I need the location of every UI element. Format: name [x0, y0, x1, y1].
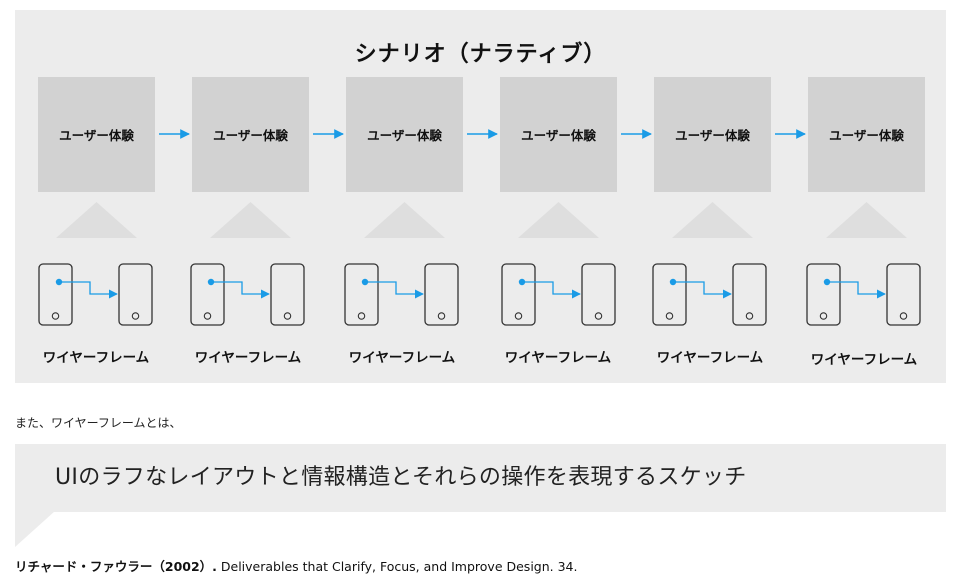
phone-outline-icon: [806, 263, 841, 326]
wireframe-label-5: ワイヤーフレーム: [656, 350, 764, 366]
phone-home-button-icon: [594, 312, 603, 320]
phone-home-button-icon: [899, 312, 908, 320]
scenario-title: シナリオ（ナラティブ）: [354, 42, 607, 67]
scenario-panel: シナリオ（ナラティブ） ユーザー体験 ユーザー体験 ユーザー体験 ユーザー体験 …: [15, 10, 946, 383]
flow-arrow: [365, 281, 424, 299]
phone-outline-icon: [424, 263, 459, 326]
cone-connector-6: [826, 202, 907, 238]
wireframe-pair-6: [806, 263, 921, 326]
phone-outline-icon: [886, 263, 921, 326]
flow-arrow: [211, 281, 270, 299]
phone-home-button-icon: [745, 312, 754, 320]
phone-home-button-icon: [437, 312, 446, 320]
ux-box-label: ユーザー体験: [829, 128, 904, 143]
ux-box-label: ユーザー体験: [675, 128, 750, 143]
wireframe-pair-1: [38, 263, 153, 326]
phone-outline-icon: [652, 263, 687, 326]
ux-box-2: ユーザー体験: [192, 77, 309, 192]
phone-outline-icon: [581, 263, 616, 326]
phone-outline-icon: [501, 263, 536, 326]
phone-outline-icon: [344, 263, 379, 326]
ux-box-label: ユーザー体験: [59, 128, 134, 143]
phone-outline-icon: [270, 263, 305, 326]
wireframe-label-3: ワイヤーフレーム: [348, 350, 456, 366]
wireframe-label-1: ワイヤーフレーム: [42, 350, 150, 366]
phone-outline-icon: [118, 263, 153, 326]
ux-box-5: ユーザー体験: [654, 77, 771, 192]
quote-box: UIのラフなレイアウトと情報構造とそれらの操作を表現するスケッチ: [15, 444, 946, 512]
phone-home-button-icon: [131, 312, 140, 320]
phone-home-button-icon: [819, 312, 828, 320]
ux-box-3: ユーザー体験: [346, 77, 463, 192]
cone-connector-4: [518, 202, 599, 238]
phone-home-button-icon: [283, 312, 292, 320]
ux-box-1: ユーザー体験: [38, 77, 155, 192]
flow-arrow: [673, 281, 732, 299]
quote-text: UIのラフなレイアウトと情報構造とそれらの操作を表現するスケッチ: [55, 465, 747, 490]
ux-box-6: ユーザー体験: [808, 77, 925, 192]
citation: リチャード・ファウラー（2002）. Deliverables that Cla…: [15, 556, 577, 575]
wireframe-pair-4: [501, 263, 616, 326]
ux-box-label: ユーザー体験: [521, 128, 596, 143]
wireframe-label-6: ワイヤーフレーム: [810, 352, 918, 368]
flow-arrow: [59, 281, 118, 299]
phone-home-button-icon: [357, 312, 366, 320]
phone-home-button-icon: [514, 312, 523, 320]
phone-outline-icon: [38, 263, 73, 326]
wireframe-label-2: ワイヤーフレーム: [194, 350, 302, 366]
cone-connector-1: [56, 202, 137, 238]
ux-box-label: ユーザー体験: [213, 128, 288, 143]
flow-layer: [38, 129, 921, 326]
phone-home-button-icon: [203, 312, 212, 320]
cone-connector-3: [364, 202, 445, 238]
phone-outline-icon: [732, 263, 767, 326]
wireframe-label-4: ワイヤーフレーム: [504, 350, 612, 366]
cone-connector-5: [672, 202, 753, 238]
cone-connector-2: [210, 202, 291, 238]
phone-outline-icon: [190, 263, 225, 326]
flow-arrow: [827, 281, 886, 299]
tap-point-icon: [55, 278, 63, 286]
wireframe-pair-5: [652, 263, 767, 326]
citation-author: リチャード・ファウラー（2002）.: [15, 559, 217, 574]
ux-box-label: ユーザー体験: [367, 128, 442, 143]
flow-arrow: [522, 281, 581, 299]
wireframe-pair-3: [344, 263, 459, 326]
citation-title: Deliverables that Clarify, Focus, and Im…: [216, 559, 578, 574]
speech-bubble-tail: [15, 511, 55, 547]
ux-box-4: ユーザー体験: [500, 77, 617, 192]
intro-text: また、ワイヤーフレームとは、: [15, 416, 182, 430]
wireframe-pair-2: [190, 263, 305, 326]
phone-home-button-icon: [665, 312, 674, 320]
phone-home-button-icon: [51, 312, 60, 320]
